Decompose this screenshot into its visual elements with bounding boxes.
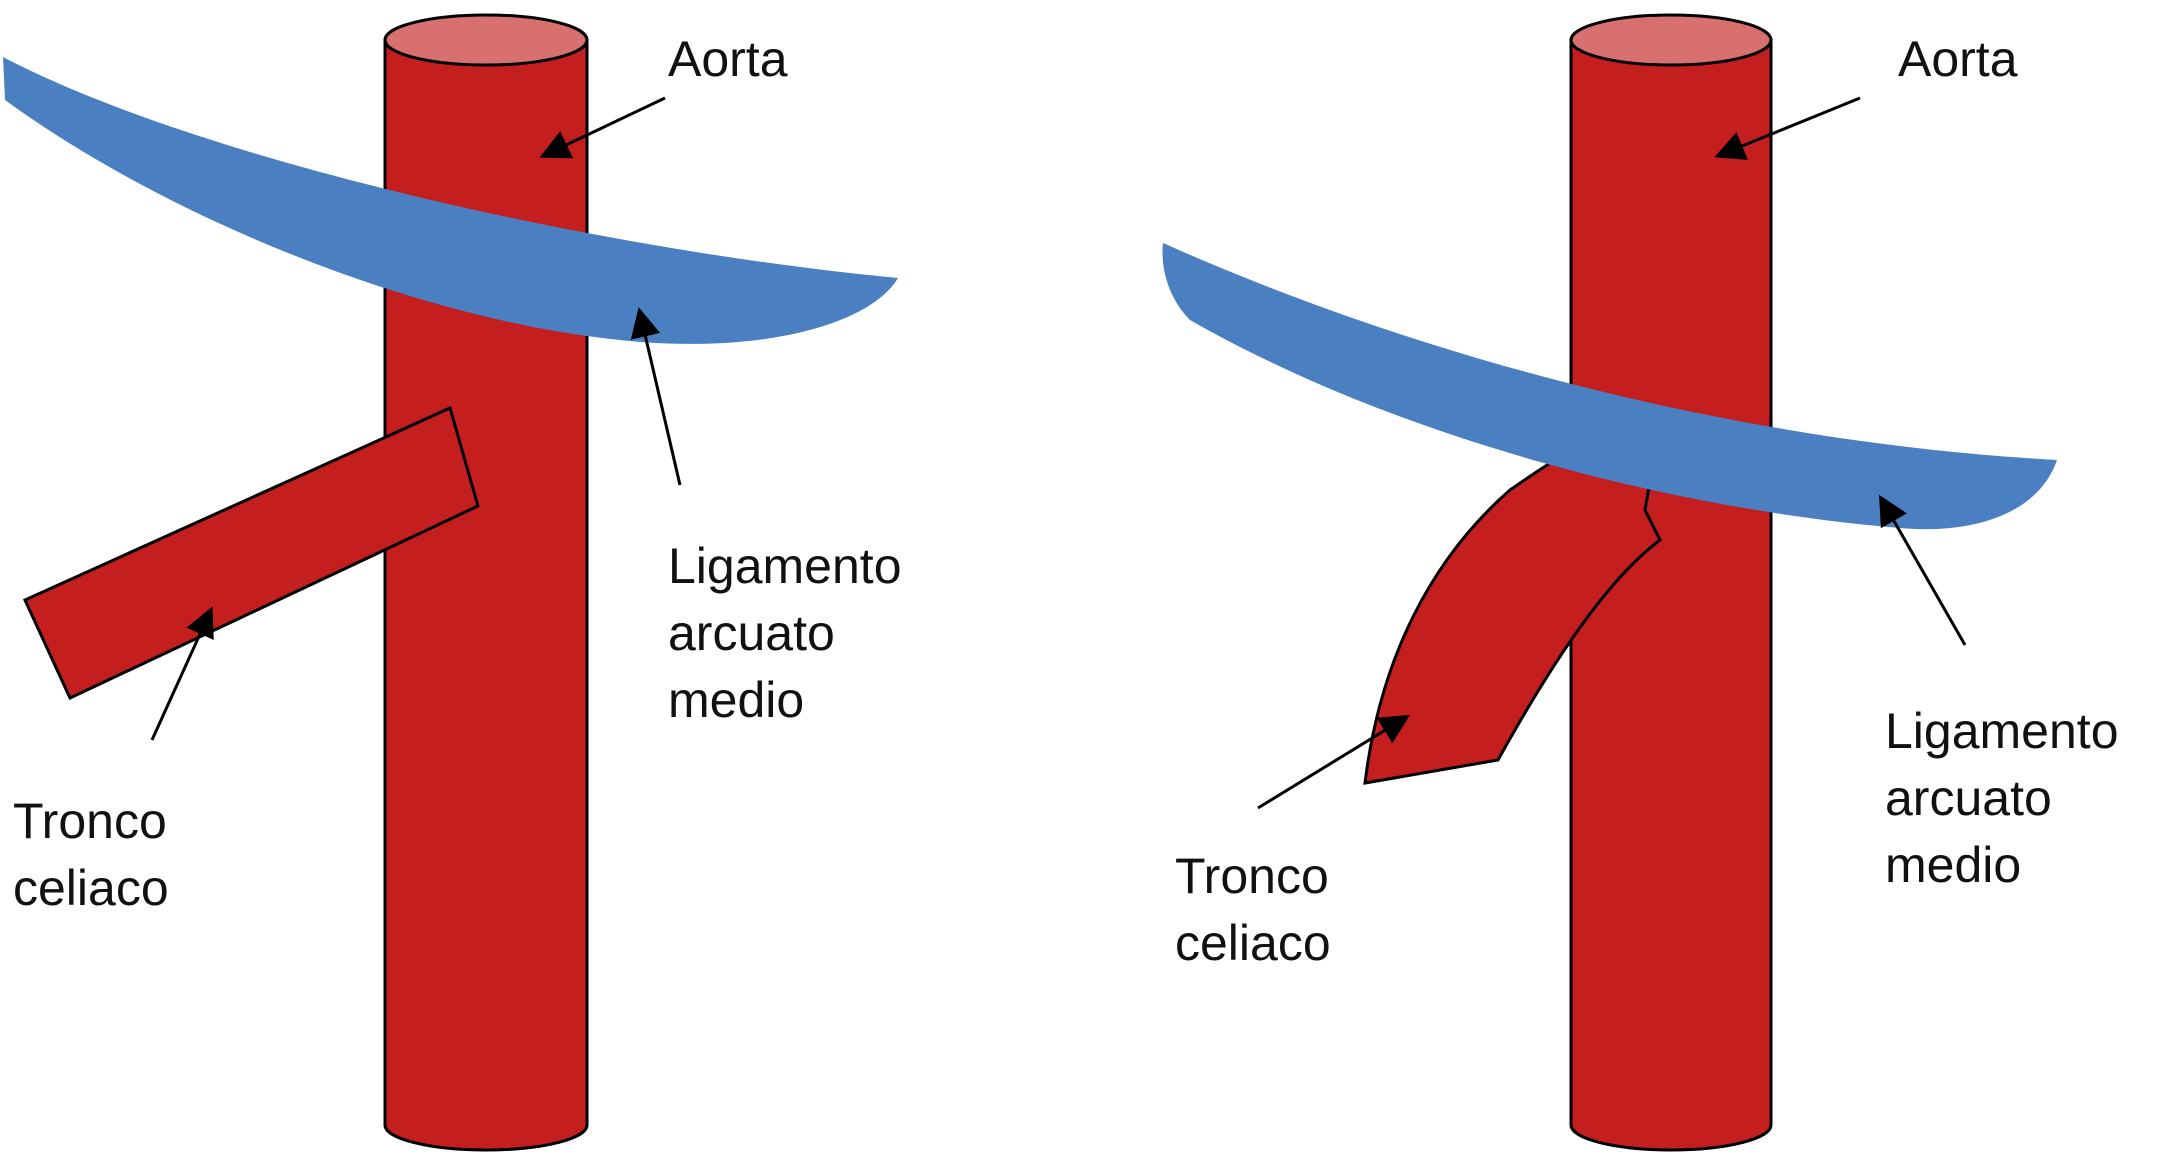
panel-right: Aorta Ligamento arcuato medio Tronco cel… (1162, 13, 2132, 1152)
arrow-trunk-left (150, 606, 214, 741)
celiac-trunk-right (1363, 410, 1662, 785)
arrow-ligament-left (630, 307, 682, 486)
label-trunk-right: Tronco celiaco (1175, 848, 1343, 971)
label-aorta-right: Aorta (1898, 31, 2018, 87)
label-ligament-left: Ligamento arcuato medio (668, 538, 915, 728)
median-arcuate-ligament-right (1162, 243, 2057, 530)
arrow-aorta-right (1714, 96, 1861, 160)
median-arcuate-ligament-left (3, 57, 898, 344)
label-trunk-left: Tronco celiaco (13, 793, 181, 916)
celiac-trunk-left (23, 405, 480, 701)
arrow-trunk-right (1257, 714, 1411, 810)
aorta-left (383, 13, 589, 1152)
panel-left: Aorta Ligamento arcuato medio Tronco cel… (3, 13, 915, 1152)
aorta-right (1569, 13, 1773, 1152)
label-ligament-right: Ligamento arcuato medio (1885, 703, 2132, 893)
label-aorta-left: Aorta (668, 31, 788, 87)
arrow-aorta-left (539, 96, 666, 159)
arrow-ligament-right (1879, 494, 1967, 646)
